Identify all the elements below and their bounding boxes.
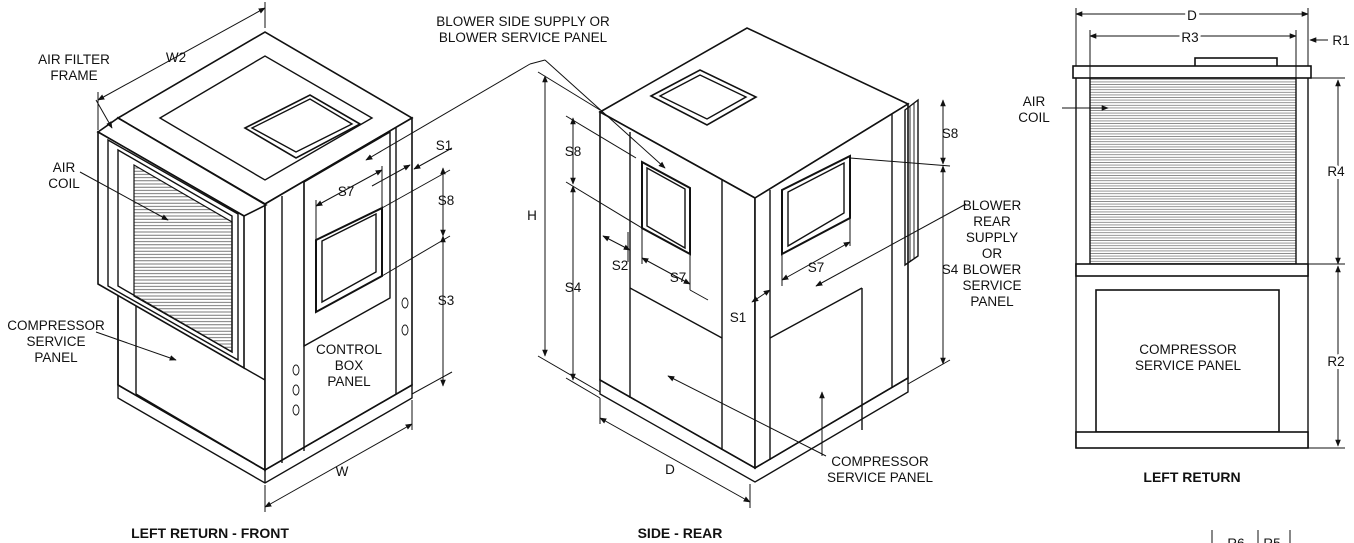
dim-s4-right: S4 xyxy=(942,262,959,277)
dim-s7: S7 xyxy=(338,184,355,199)
dim-r6-partial: R6 xyxy=(1227,536,1244,543)
label-blower-side-1: BLOWER SIDE SUPPLY OR xyxy=(436,14,610,29)
label-compressor-left-1: COMPRESSOR xyxy=(7,318,105,333)
label-blower-side-2: BLOWER SERVICE PANEL xyxy=(439,30,608,45)
caption-left-return: LEFT RETURN xyxy=(1143,469,1240,485)
label-air-coil-1: AIR xyxy=(53,160,76,175)
dim-s7-mid: S7 xyxy=(670,270,687,285)
dim-s8-mid: S8 xyxy=(565,144,582,159)
caption-left-return-front: LEFT RETURN - FRONT xyxy=(131,525,289,541)
dim-s4-mid: S4 xyxy=(565,280,582,295)
dim-r4: R4 xyxy=(1327,164,1345,179)
label-control-box-3: PANEL xyxy=(327,374,371,389)
label-blower-rear-1: BLOWER xyxy=(963,198,1022,213)
dim-h: H xyxy=(527,208,537,223)
label-compressor-right-1: COMPRESSOR xyxy=(1139,342,1237,357)
label-blower-rear-5: BLOWER xyxy=(963,262,1022,277)
left-return-side-view xyxy=(1072,57,1312,449)
label-control-box-1: CONTROL xyxy=(316,342,382,357)
dim-s1: S1 xyxy=(436,138,453,153)
label-air-coil-right-2: COIL xyxy=(1018,110,1050,125)
dim-s8-right: S8 xyxy=(942,126,959,141)
dim-s3: S3 xyxy=(438,293,455,308)
label-blower-rear-3: SUPPLY xyxy=(966,230,1018,245)
label-compressor-mid-2: SERVICE PANEL xyxy=(827,470,934,485)
dim-r5-partial: R5 xyxy=(1263,536,1280,543)
label-air-filter-1: AIR FILTER xyxy=(38,52,110,67)
side-rear-view xyxy=(598,27,919,483)
dimension-lines xyxy=(79,2,1345,543)
label-compressor-left-3: PANEL xyxy=(34,350,78,365)
label-air-coil-2: COIL xyxy=(48,176,80,191)
dim-d-mid: D xyxy=(665,462,675,477)
dim-w2: W2 xyxy=(166,50,186,65)
label-blower-rear-2: REAR xyxy=(973,214,1011,229)
label-blower-rear-4: OR xyxy=(982,246,1003,261)
dim-r1: R1 xyxy=(1332,33,1349,48)
dim-r2: R2 xyxy=(1327,354,1344,369)
caption-side-rear: SIDE - REAR xyxy=(638,525,723,541)
label-control-box-2: BOX xyxy=(335,358,364,373)
left-return-front-view xyxy=(96,31,414,484)
label-air-filter-2: FRAME xyxy=(50,68,97,83)
label-air-coil-right-1: AIR xyxy=(1023,94,1046,109)
callout-labels: AIR FILTER FRAME AIR COIL COMPRESSOR SER… xyxy=(7,14,1241,485)
label-compressor-mid-1: COMPRESSOR xyxy=(831,454,929,469)
dimension-labels: W2 W S1 S7 S8 S3 H S8 S4 S2 S7 S1 S7 S8 … xyxy=(166,5,1350,543)
label-compressor-left-2: SERVICE xyxy=(26,334,85,349)
dim-w: W xyxy=(336,464,349,479)
dim-s7-mid2: S7 xyxy=(808,260,825,275)
label-blower-rear-7: PANEL xyxy=(970,294,1014,309)
view-captions: LEFT RETURN - FRONT SIDE - REAR LEFT RET… xyxy=(131,469,1241,541)
dim-s1-mid: S1 xyxy=(730,310,747,325)
dim-d: D xyxy=(1187,8,1197,23)
dim-s8: S8 xyxy=(438,193,455,208)
dim-r3: R3 xyxy=(1181,30,1198,45)
label-compressor-right-2: SERVICE PANEL xyxy=(1135,358,1242,373)
dim-s2: S2 xyxy=(612,258,629,273)
label-blower-rear-6: SERVICE xyxy=(962,278,1021,293)
